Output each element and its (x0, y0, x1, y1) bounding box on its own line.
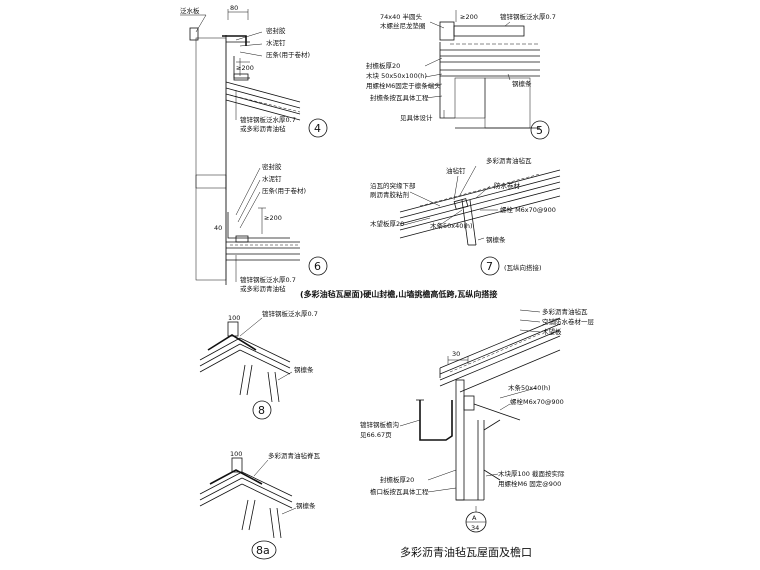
label-felt: 或多彩沥青油毡 (240, 124, 286, 133)
detail-number-circle (251, 540, 277, 560)
detail-letter: A (472, 514, 477, 522)
label-washer: 木螺丝尼龙垫圈 (380, 21, 426, 30)
wall-section (195, 37, 227, 189)
detail-8: 100 镀锌钢板泛水厚0.7 钢檩条 8 (199, 309, 318, 420)
fascia-board (455, 379, 465, 501)
drawing-title: 多彩沥青油毡瓦屋面及檐口 (400, 545, 532, 559)
label-bolt-fix: 用螺栓M6 固定@900 (498, 479, 561, 488)
label-bolt: 用螺栓M6固定于檩条端头 (366, 81, 441, 90)
label-steel-flashing: 镀锌钢板泛水厚0.7 (240, 115, 296, 124)
label-membrane: 防水卷材 (494, 181, 521, 190)
label-block: 木块 50x50x100(h) (366, 71, 427, 80)
label-nail: 水泥钉 (266, 38, 286, 47)
label-shingle: 多彩沥青油毡瓦 (542, 307, 588, 316)
dim-200: ≥200 (460, 13, 478, 21)
label-batten: 压条(用于卷材) (262, 186, 306, 195)
label-batten: 压条(用于卷材) (266, 50, 310, 59)
dim-100: 100 (228, 314, 240, 322)
label-purlin: 钢檩条 (486, 235, 506, 244)
label-fascia: 封檐板厚20 (380, 475, 414, 484)
dim-200: ≥200 (264, 214, 282, 222)
dim-100: 100 (230, 450, 242, 458)
label-membrane: 空铺防水卷材一层 (542, 317, 595, 326)
label-strip: 木条50x40(h) (508, 383, 551, 392)
label-fascia-strip: 封檐条按瓦具体工程 (370, 93, 429, 102)
detail-number: 8a (256, 544, 270, 557)
section-caption: (多彩油毡瓦屋面)硬山封檐,山墙挑檐高低跨,瓦纵向搭接 (300, 289, 497, 299)
label-purlin: 钢檩条 (294, 365, 314, 374)
label-gutter: 镀锌钢板檐沟 (360, 420, 399, 429)
detail-number: 7 (486, 260, 493, 273)
label-steel-flashing: 镀锌钢板泛水厚0.7 (262, 309, 318, 318)
detail-number-circle (308, 256, 328, 276)
ridge-cap (207, 334, 257, 351)
gutter (419, 400, 453, 441)
label-eave-board: 檐口板按瓦具体工程 (370, 487, 429, 496)
detail-number-circle (252, 400, 272, 420)
label-steel-flashing: 镀锌钢板泛水厚0.7 (500, 12, 556, 21)
detail-number-circle (480, 256, 500, 276)
label-block: 木块厚100 截面按实际 (498, 469, 565, 478)
detail-number-circle (308, 118, 328, 138)
flashing-cap (222, 35, 247, 46)
detail-5: ≥200 74x40 半圆头 木螺丝尼龙垫圈 镀锌钢板泛水厚0.7 封檐板厚20… (366, 10, 556, 140)
label-adhesive: 刷沥青胶粘剂 (370, 190, 409, 199)
detail-7: 多彩沥青油毡瓦 油毡钉 防水卷材 沿瓦的突缘下部 刷沥青胶粘剂 螺栓 M6x70… (370, 156, 561, 276)
label-bolt: 螺栓 M6x70@900 (500, 205, 556, 214)
detail-number: 5 (536, 124, 543, 137)
label-lap-note: (瓦纵向搭接) (504, 263, 542, 272)
detail-sheet: 34 (471, 524, 479, 532)
label-flange: 沿瓦的突缘下部 (370, 181, 416, 190)
label-steel-flashing: 镀锌钢板泛水厚0.7 (240, 275, 296, 284)
detail-A: 30 多彩沥青油毡瓦 空铺防水卷材一层 木望板 木条50x40(h) 螺栓M6x… (360, 307, 595, 533)
label-ridge-shingle: 多彩沥青油毡脊瓦 (268, 451, 321, 460)
label-sealant: 密封胶 (262, 162, 282, 171)
fascia-cap (453, 25, 525, 37)
dim-40: 40 (214, 224, 222, 232)
detail-6: ≥200 40 密封胶 水泥钉 压条(用于卷材) 镀锌钢板泛水厚0.7 或多彩沥… (195, 162, 328, 293)
detail-8a: 100 多彩沥青油毡脊瓦 钢檩条 8a (199, 450, 321, 560)
label-fascia: 封檐板厚20 (366, 61, 400, 70)
dim-30: 30 (452, 350, 460, 358)
label-felt: 或多彩沥青油毡 (240, 284, 286, 293)
label-see-page: 见66.67页 (360, 431, 392, 439)
label-nail: 水泥钉 (262, 174, 282, 183)
dim-80: 80 (230, 4, 238, 12)
label-purlin: 钢檩条 (512, 79, 532, 88)
detail-number: 8 (258, 404, 265, 417)
label-bolt: 螺栓M6x70@900 (510, 397, 564, 406)
label-strip: 木条50x40(h) (430, 221, 473, 230)
label-felt-nail: 油毡钉 (446, 166, 466, 175)
detail-number: 6 (314, 260, 321, 273)
label-shingle: 多彩沥青油毡瓦 (486, 156, 532, 165)
dim-200: ≥200 (236, 64, 254, 72)
label-sheathing: 木望板 (542, 327, 562, 336)
detail-4: 80 ≥200 泛水板 密封胶 水泥钉 压条(用于卷材) 镀锌钢板泛水厚0.7 … (180, 4, 328, 190)
ridge-cap (209, 469, 263, 485)
label-sealant: 密封胶 (266, 26, 286, 35)
label-purlin: 钢檩条 (296, 501, 316, 510)
label-see-design: 见具体设计 (400, 113, 433, 122)
detail-number: 4 (314, 122, 321, 135)
label-screw: 74x40 半圆头 (380, 12, 422, 21)
label-sheathing: 木望板厚20 (370, 219, 404, 228)
detail-number-circle (530, 120, 550, 140)
label-flashing: 泛水板 (180, 6, 200, 15)
